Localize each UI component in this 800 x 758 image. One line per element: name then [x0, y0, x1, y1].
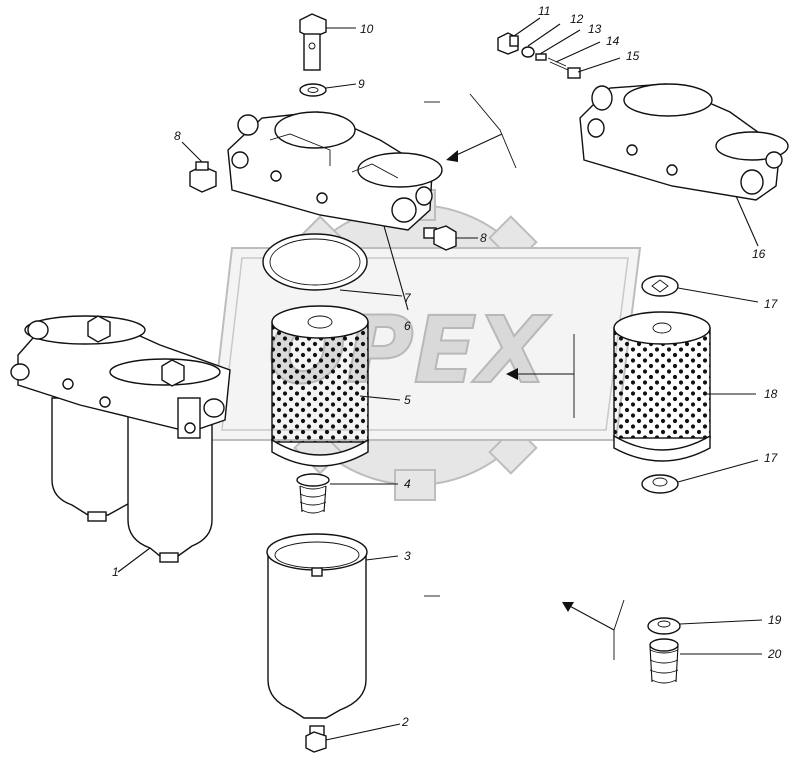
- callout-15: 15: [626, 49, 640, 63]
- banjo-bolt: [299, 13, 356, 71]
- callout-18: 18: [764, 387, 778, 401]
- sealing-washer: [299, 83, 357, 97]
- callout-4: 4: [404, 477, 411, 491]
- leader-16: [735, 195, 759, 247]
- leader-2: [325, 723, 401, 741]
- callout-13: 13: [588, 22, 602, 36]
- callout-6: 6: [404, 319, 411, 333]
- filter-bowl: [266, 533, 399, 719]
- leader-8a: [181, 141, 203, 163]
- leader-1: [117, 547, 151, 573]
- callout-16: 16: [752, 247, 766, 261]
- leader-9: [325, 83, 357, 89]
- leader-3: [365, 555, 399, 561]
- callout-20: 20: [767, 647, 782, 661]
- o-ring-gasket: [262, 225, 409, 311]
- callout-8a: 8: [174, 129, 181, 143]
- callout-3: 3: [404, 549, 411, 563]
- callout-10: 10: [360, 22, 374, 36]
- leader-12: [527, 23, 561, 47]
- callout-5: 5: [404, 393, 411, 407]
- seal-washer-bottom: [641, 459, 759, 494]
- filter-element: [271, 305, 401, 467]
- callout-labels: 1 2 3 4 5 6 7 8 8 9 10 11 12 13 14 15 16…: [112, 4, 782, 729]
- assembled-filter: [10, 315, 231, 573]
- leader-17a: [677, 287, 759, 303]
- drain-plug: [305, 723, 401, 753]
- callout-2: 2: [401, 715, 409, 729]
- seal-washer-top: [641, 275, 759, 303]
- leader-11: [513, 17, 541, 37]
- leader-6: [383, 225, 409, 311]
- leader-19: [679, 619, 763, 625]
- leader-7: [339, 289, 403, 297]
- leader-15: [577, 57, 621, 73]
- valve-parts: [497, 17, 621, 79]
- callout-17a: 17: [764, 297, 779, 311]
- spring-assembly: [296, 473, 398, 514]
- filter-head-right: [579, 83, 789, 247]
- callout-19: 19: [768, 613, 782, 627]
- callout-7: 7: [404, 291, 412, 305]
- leader-5: [359, 395, 401, 401]
- plug-right: [423, 225, 478, 251]
- leader-17b: [677, 459, 759, 483]
- plug-left: [181, 141, 217, 193]
- callout-14: 14: [606, 34, 620, 48]
- filter-element-right: [613, 311, 756, 462]
- leader-13: [539, 29, 581, 55]
- callout-9: 9: [358, 77, 365, 91]
- spring-right: [647, 617, 763, 684]
- filter-head-housing: [227, 111, 443, 231]
- leader-14: [555, 41, 601, 63]
- callout-11: 11: [538, 4, 550, 18]
- callout-12: 12: [570, 12, 584, 26]
- direction-arrows: [424, 93, 625, 660]
- callout-1: 1: [112, 565, 119, 579]
- callout-8b: 8: [480, 231, 487, 245]
- callout-17b: 17: [764, 451, 779, 465]
